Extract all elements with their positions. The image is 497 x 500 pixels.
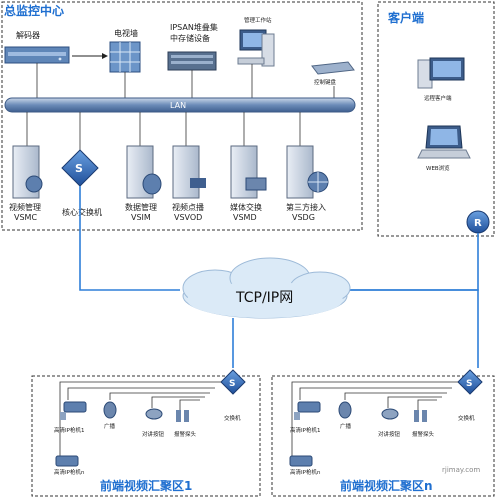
server-vsim-name: 数据管理: [125, 202, 157, 212]
core-switch-label: 核心交换机: [62, 207, 102, 217]
decoder-label: 解码器: [16, 30, 40, 40]
front-right-camera-n: [289, 455, 313, 467]
front-left-camn-label: 高清IP枪机n: [54, 468, 85, 476]
front-left-camera-1: [60, 401, 87, 420]
network-label: TCP/IP网: [235, 290, 293, 306]
arrow-head: [102, 53, 108, 59]
front-right-camn-label: 高清IP枪机n: [290, 468, 321, 476]
front-right-wiring: [291, 381, 458, 460]
server-vsvod-name: 视频点播: [172, 202, 204, 212]
ipsan-label-line2: 中存储设备: [170, 33, 210, 43]
front-right-speaker: [338, 401, 352, 419]
lan-bus: [4, 97, 356, 113]
front-left-intercom: [145, 408, 163, 420]
front-left-wiring: [59, 381, 221, 460]
front-right-title: 前端视频汇聚区n: [340, 478, 433, 493]
front-left-broadcast-label: 广播: [104, 422, 116, 430]
decoder-device: [4, 46, 70, 64]
server-vsmc-name: 视频管理: [9, 202, 41, 212]
client-region: [377, 1, 495, 237]
lan-downlinks: [26, 112, 301, 150]
server-vsmd-name: 媒体交换: [230, 202, 262, 212]
video-wall-label: 电视墙: [114, 28, 138, 38]
front-right-broadcast-label: 广播: [340, 422, 352, 430]
center-region: [1, 1, 363, 231]
keyboard-label: 控制键盘: [314, 78, 337, 86]
tcp-ip-cloud: [182, 257, 351, 319]
workstation-device: [237, 29, 275, 67]
lan-label: LAN: [170, 101, 186, 110]
server-vsmc: [12, 145, 43, 199]
front-left-intercom-label: 对讲按钮: [142, 430, 165, 438]
router-icon: R: [466, 210, 490, 234]
front-right-intercom: [381, 408, 399, 420]
svg-text:R: R: [474, 218, 482, 229]
front-right-camera-1: [294, 401, 321, 420]
server-vsdg-code: VSDG: [292, 213, 315, 222]
web-browser-label: WEB浏览: [426, 164, 450, 172]
front-left-camera-n: [55, 455, 79, 467]
front-right-switch: S: [457, 369, 483, 395]
server-vsim: [126, 145, 162, 199]
front-left-cam1-label: 高清IP枪机1: [54, 426, 84, 434]
ipsan-storage-device: [167, 51, 217, 71]
front-right-switch-label: 交换机: [458, 414, 475, 422]
server-vsdg-name: 第三方接入: [286, 202, 326, 212]
front-left-alarm-label: 报警探头: [174, 430, 197, 438]
core-switch-device: S: [61, 149, 99, 187]
server-vsvod: [172, 145, 206, 199]
front-right-alarm-label: 报警探头: [412, 430, 435, 438]
front-left-speaker: [103, 401, 117, 419]
front-left-title: 前端视频汇聚区1: [100, 478, 192, 493]
lan-uplinks: [36, 63, 335, 98]
front-left-region: [31, 375, 261, 497]
front-right-cam1-label: 高清IP枪机1: [290, 426, 320, 434]
wan-links: [79, 186, 479, 368]
front-left-switch: S: [220, 369, 246, 395]
watermark-text: rjimay.com: [442, 466, 480, 474]
video-wall-device: [109, 41, 141, 73]
remote-client-device: [417, 57, 465, 89]
front-right-intercom-label: 对讲按钮: [378, 430, 401, 438]
center-title: 总监控中心: [4, 3, 64, 18]
front-left-alarm: [176, 410, 189, 422]
server-vsmd-code: VSMD: [233, 213, 257, 222]
server-vsmd: [230, 145, 267, 199]
workstation-label: 管理工作站: [244, 16, 272, 24]
front-left-switch-label: 交换机: [224, 414, 241, 422]
front-right-region: [271, 375, 495, 497]
svg-text:S: S: [466, 379, 472, 389]
svg-text:S: S: [229, 379, 235, 389]
front-right-alarm: [414, 410, 427, 422]
server-vsim-code: VSIM: [131, 213, 151, 222]
remote-client-label: 远程客户端: [424, 94, 452, 102]
server-vsvod-code: VSVOD: [174, 213, 202, 222]
control-keyboard-device: [311, 61, 355, 75]
server-vsdg: [286, 145, 329, 199]
ipsan-label-line1: IPSAN堆叠集: [170, 22, 218, 32]
client-title: 客户端: [387, 10, 424, 25]
svg-text:S: S: [75, 162, 83, 175]
web-browser-device: [417, 125, 471, 159]
server-vsmc-code: VSMC: [14, 213, 37, 222]
